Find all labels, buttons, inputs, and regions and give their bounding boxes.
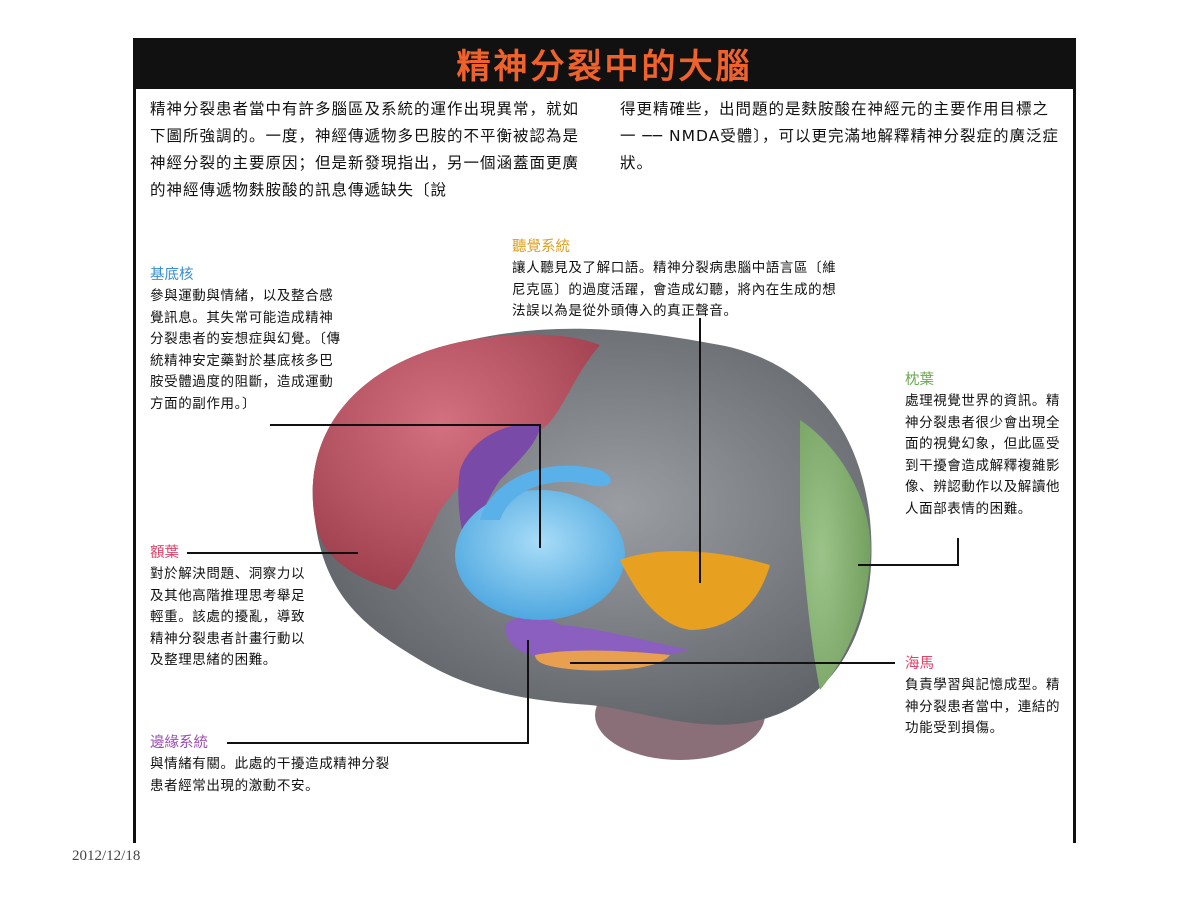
occipital-text: 處理視覺世界的資訊。精神分裂患者很少會出現全面的視覺幻象，但此區受到干擾會造成解… [905,393,1061,517]
limbic-system [458,424,540,560]
hippocampus [535,650,670,671]
hippocampus-text: 負責學習與記憶成型。精神分裂患者當中，連結的功能受到損傷。 [905,677,1061,736]
label-occipital: 枕葉 處理視覺世界的資訊。精神分裂患者很少會出現全面的視覺幻象，但此區受到干擾會… [905,370,1063,520]
slide-date: 2012/12/18 [72,848,141,864]
leader-limbic [227,640,529,744]
label-basal-ganglia: 基底核 參與運動與情緒，以及整合感覺訊息。其失常可能造成精神分裂患者的妄想症與幻… [150,265,345,415]
leader-occipital [858,538,959,566]
limbic-text: 與情緒有關。此處的干擾造成精神分裂患者經常出現的激動不安。 [150,756,390,794]
leader-basal-ganglia [270,424,541,548]
title-bar: 精神分裂中的大腦 [133,38,1076,89]
occipital-heading: 枕葉 [905,372,934,388]
basal-ganglia-arc [480,465,611,520]
label-auditory: 聽覺系統 讓人聽見及了解口語。精神分裂病患腦中語言區〔維尼克區〕的過度活躍，會造… [512,237,837,323]
limbic-heading: 邊緣系統 [150,735,208,751]
occipital-lobe [800,420,871,690]
auditory-heading: 聽覺系統 [512,239,570,255]
basal-ganglia-heading: 基底核 [150,267,194,283]
auditory-text: 讓人聽見及了解口語。精神分裂病患腦中語言區〔維尼克區〕的過度活躍，會造成幻聽，將… [512,260,837,319]
page-frame [133,38,1076,843]
label-hippocampus: 海馬 負責學習與記憶成型。精神分裂患者當中，連結的功能受到損傷。 [905,654,1063,740]
basal-ganglia-text: 參與運動與情緒，以及整合感覺訊息。其失常可能造成精神分裂患者的妄想症與幻覺。〔傳… [150,288,341,412]
label-frontal: 額葉 對於解決問題、洞察力以及其他高階推理思考舉足輕重。該處的擾亂，導致精神分裂… [150,543,308,672]
label-limbic: 邊緣系統 與情緒有關。此處的干擾造成精神分裂患者經常出現的激動不安。 [150,733,390,797]
limbic-lower [505,616,690,659]
frontal-heading: 額葉 [150,545,179,561]
frontal-lobe [312,334,600,590]
frontal-text: 對於解決問題、洞察力以及其他高階推理思考舉足輕重。該處的擾亂，導致精神分裂患者計… [150,566,306,668]
page-title: 精神分裂中的大腦 [456,47,753,87]
hippocampus-heading: 海馬 [905,656,934,672]
intro-text-right: 得更精確些，出問題的是麩胺酸在神經元的主要作用目標之一 ── NMDA受體〕，可… [620,100,1060,172]
basal-ganglia [455,490,625,620]
intro-text-left: 精神分裂患者當中有許多腦區及系統的運作出現異常，就如下圖所強調的。一度，神經傳遞… [150,100,580,199]
auditory-cortex [620,550,770,630]
